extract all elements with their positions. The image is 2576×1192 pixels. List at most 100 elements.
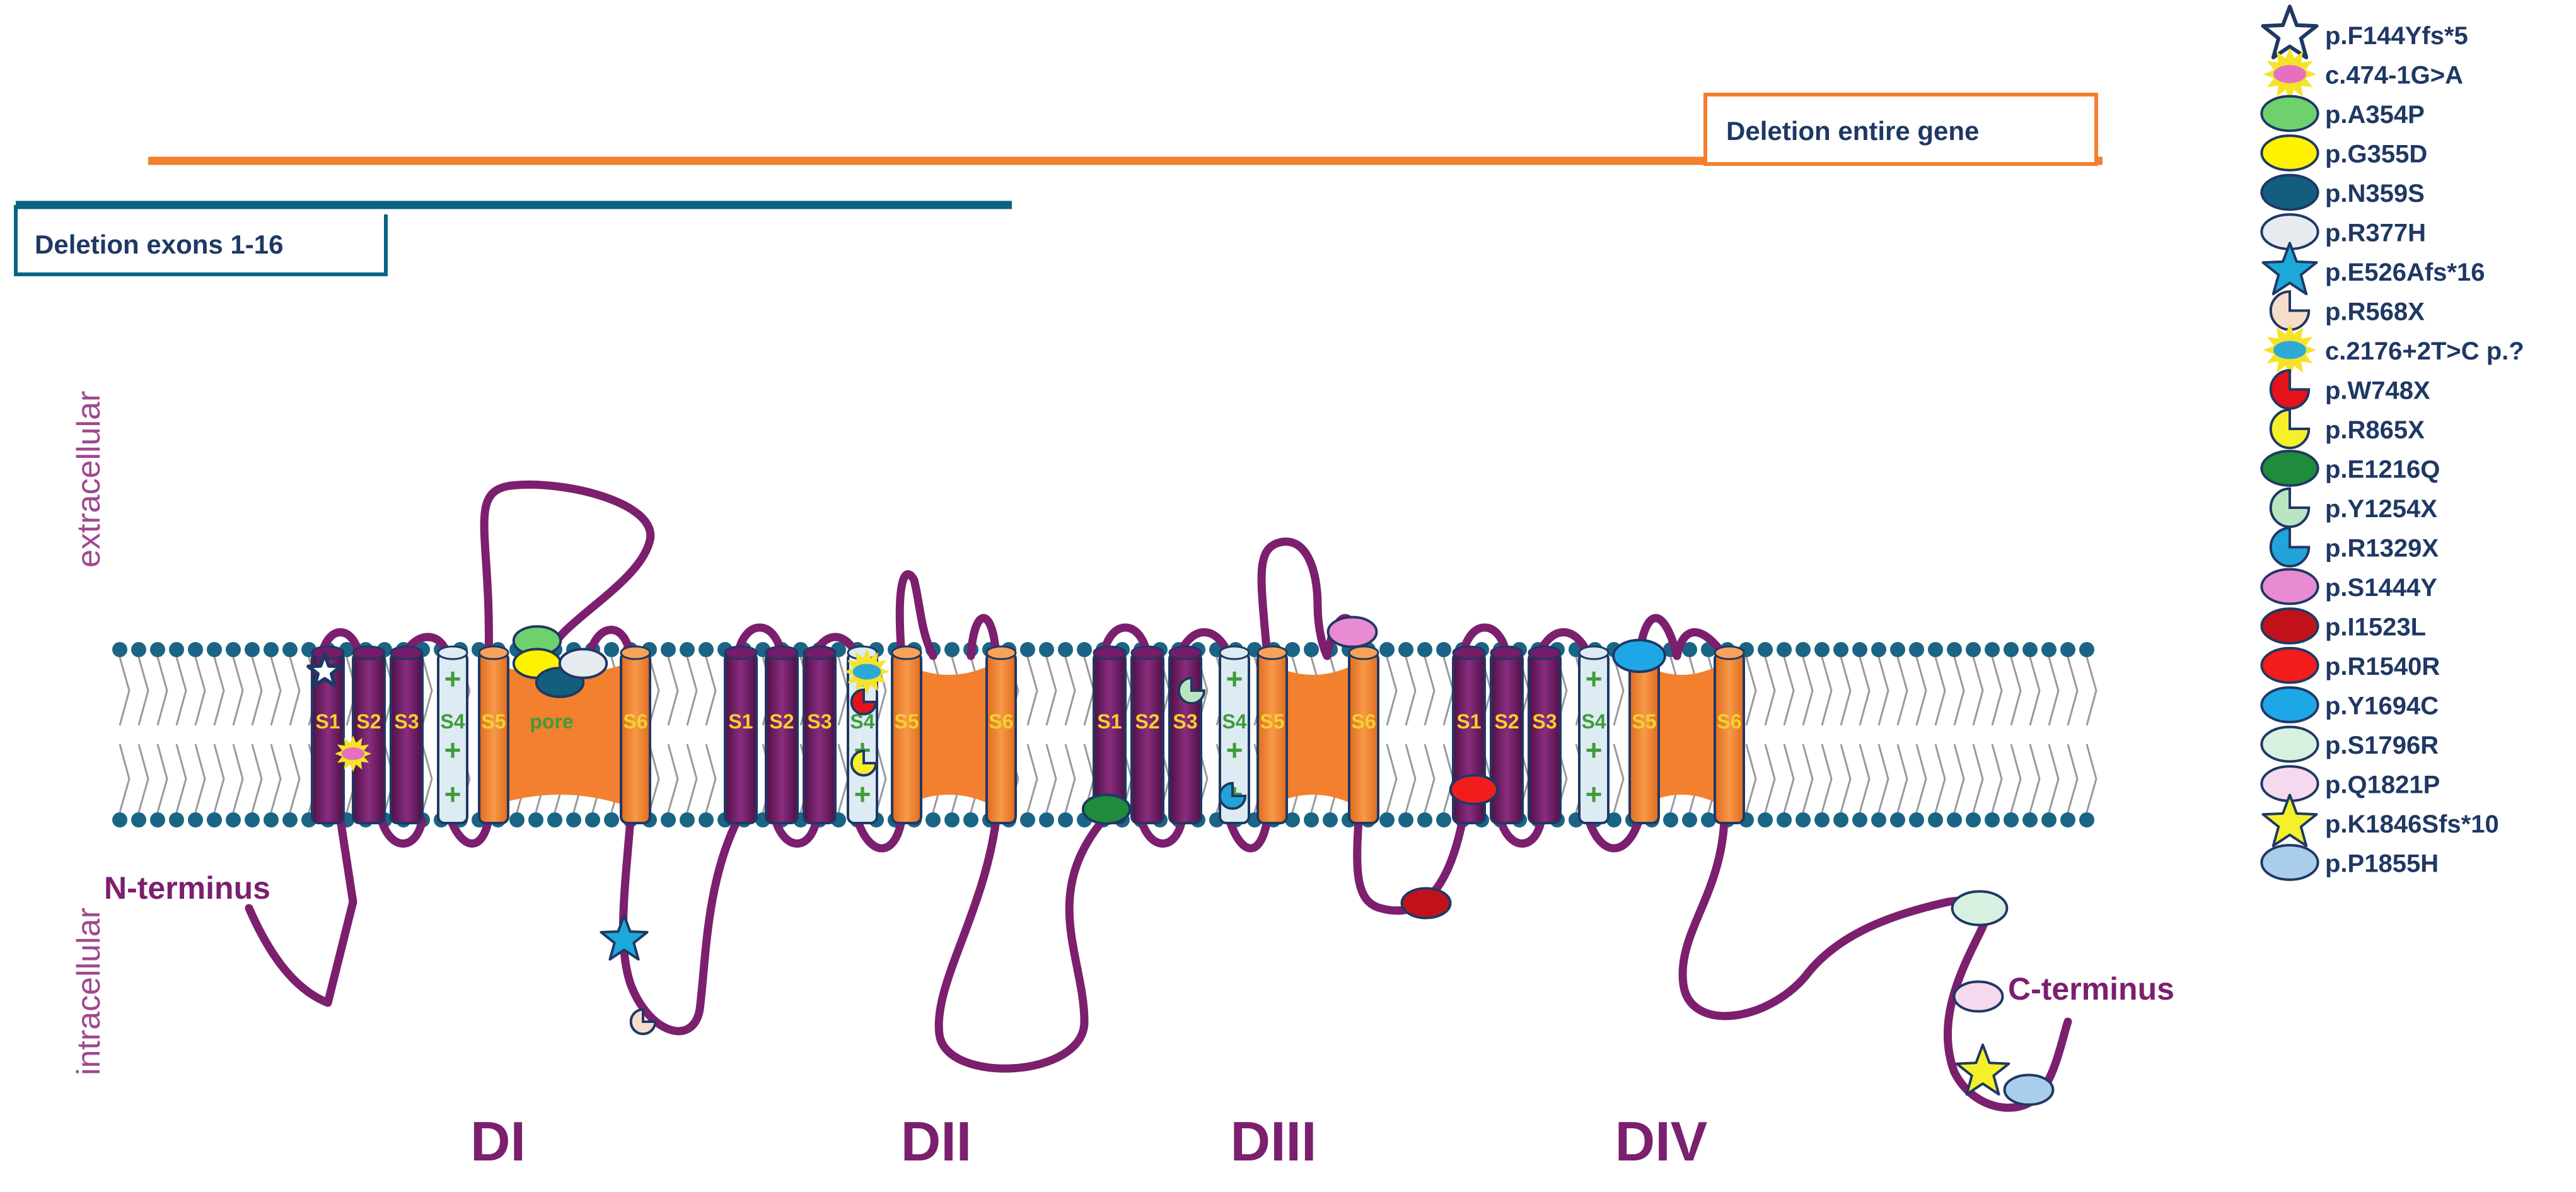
deletion-exons-label: Deletion exons 1-16 [35, 230, 283, 259]
lipid-tail [1405, 744, 1417, 813]
lipid-head [1966, 812, 1981, 827]
marker-pacman-icon [1218, 781, 1247, 810]
lipid-tail [421, 744, 433, 813]
lipid-tail [270, 744, 282, 813]
helix-cap [478, 645, 509, 660]
lipid-tail [1915, 744, 1927, 813]
lipid-tail [837, 744, 849, 813]
lipid-tail [1953, 744, 1965, 813]
marker-oval-icon [1951, 890, 2009, 926]
lipid-head [1833, 642, 1848, 657]
segment-label: S6 [1351, 710, 1376, 733]
helix-s6 [1714, 652, 1745, 824]
lipid-head [1304, 812, 1319, 827]
lipid-tail [1934, 657, 1946, 726]
lipid-tail [1821, 744, 1833, 813]
lipid-tail [667, 744, 679, 813]
backbone-loop [853, 815, 906, 853]
lipid-tail [270, 657, 282, 726]
pacman-icon [2269, 487, 2311, 529]
legend-item: p.Y1694C [2260, 686, 2439, 723]
lipid-head [245, 812, 260, 827]
charge-plus: + [444, 733, 461, 766]
segment-label: S5 [1260, 710, 1284, 733]
helix-cap [1490, 645, 1524, 660]
helix-s6 [985, 652, 1017, 824]
lipid-head [2004, 812, 2019, 827]
helix-cap [390, 645, 424, 660]
charge-plus: + [1586, 733, 1603, 766]
lipid-tail [194, 657, 206, 726]
helix-s2 [765, 652, 799, 824]
lipid-head [661, 642, 676, 657]
legend-label: p.R1540R [2325, 653, 2440, 681]
marker-star-icon [600, 914, 649, 961]
legend-label: p.S1444Y [2325, 574, 2437, 602]
lipid-head [1077, 642, 1092, 657]
pacman-icon [2269, 527, 2311, 568]
segment-label: S1 [315, 710, 340, 733]
lipid-tail [156, 744, 168, 813]
lipid-head [1436, 642, 1451, 657]
legend-item: p.R1329X [2269, 527, 2439, 568]
helix-cap [1168, 645, 1202, 660]
marker-pacman-icon [629, 1008, 657, 1036]
helix-cap [1528, 645, 1562, 660]
lipid-tail [1424, 744, 1436, 813]
legend-item: p.F144Yfs*5 [2261, 4, 2468, 60]
marker-oval-icon [1612, 638, 1666, 674]
lipid-head [150, 812, 165, 827]
charge-plus: + [1226, 733, 1243, 766]
lipid-tail [1783, 744, 1795, 813]
lipid-head [1058, 642, 1073, 657]
backbone-loop [1225, 815, 1272, 853]
legend-label: p.R1329X [2325, 535, 2439, 563]
segment-label: S3 [394, 710, 419, 733]
pore-region [1639, 662, 1724, 807]
legend-label: p.Y1694C [2325, 692, 2439, 720]
legend-item: p.R377H [2260, 213, 2426, 250]
lipid-head [188, 642, 203, 657]
oval-icon [2260, 568, 2319, 605]
transmembrane-helices: S1S2S3S4+++S5S6S1S2S3S4+++S5S6S1S2S3S4++… [311, 645, 1745, 824]
lipid-head [1796, 812, 1811, 827]
oval-icon [2260, 686, 2319, 723]
legend-item: p.K1846Sfs*10 [2261, 793, 2499, 848]
legend-label: p.N359S [2325, 180, 2425, 207]
lipid-tail [156, 657, 168, 726]
legend-item: p.I1523L [2260, 607, 2426, 645]
lipid-tail [1442, 744, 1454, 813]
oval-icon [2260, 607, 2319, 645]
lipid-tail [421, 657, 433, 726]
lipid-head [680, 642, 695, 657]
lipid-tail [1405, 657, 1417, 726]
legend-label: p.P1855H [2325, 850, 2439, 878]
legend-item: p.S1444Y [2260, 568, 2437, 605]
lipid-tail [1840, 744, 1852, 813]
lipid-head [604, 812, 619, 827]
helix-s3 [390, 652, 424, 824]
lipid-head [1039, 642, 1054, 657]
lipid-tail [1972, 657, 1984, 726]
pore-region [1267, 662, 1359, 807]
pacman-icon [2269, 408, 2311, 450]
lipid-tail [232, 744, 244, 813]
lipid-head [1985, 642, 2000, 657]
lipid-head [245, 642, 260, 657]
backbone-loop [1353, 815, 1467, 915]
lipid-head [1039, 812, 1054, 827]
marker-pacman-icon [850, 749, 878, 777]
lipid-head [131, 812, 146, 827]
lipid-tail [1613, 744, 1625, 813]
lipid-tail [175, 657, 187, 726]
lipid-tail [1877, 744, 1889, 813]
legend-label: p.E1216Q [2325, 456, 2440, 484]
pore-region [489, 662, 630, 807]
helix-s2 [1130, 652, 1164, 824]
segment-label: S6 [1717, 710, 1741, 733]
deletion-entire-gene-box [1703, 93, 2098, 166]
lipid-tail [2010, 744, 2022, 813]
backbone-loop [771, 815, 821, 848]
backbone-loop [934, 815, 1108, 1073]
lipid-head [604, 642, 619, 657]
